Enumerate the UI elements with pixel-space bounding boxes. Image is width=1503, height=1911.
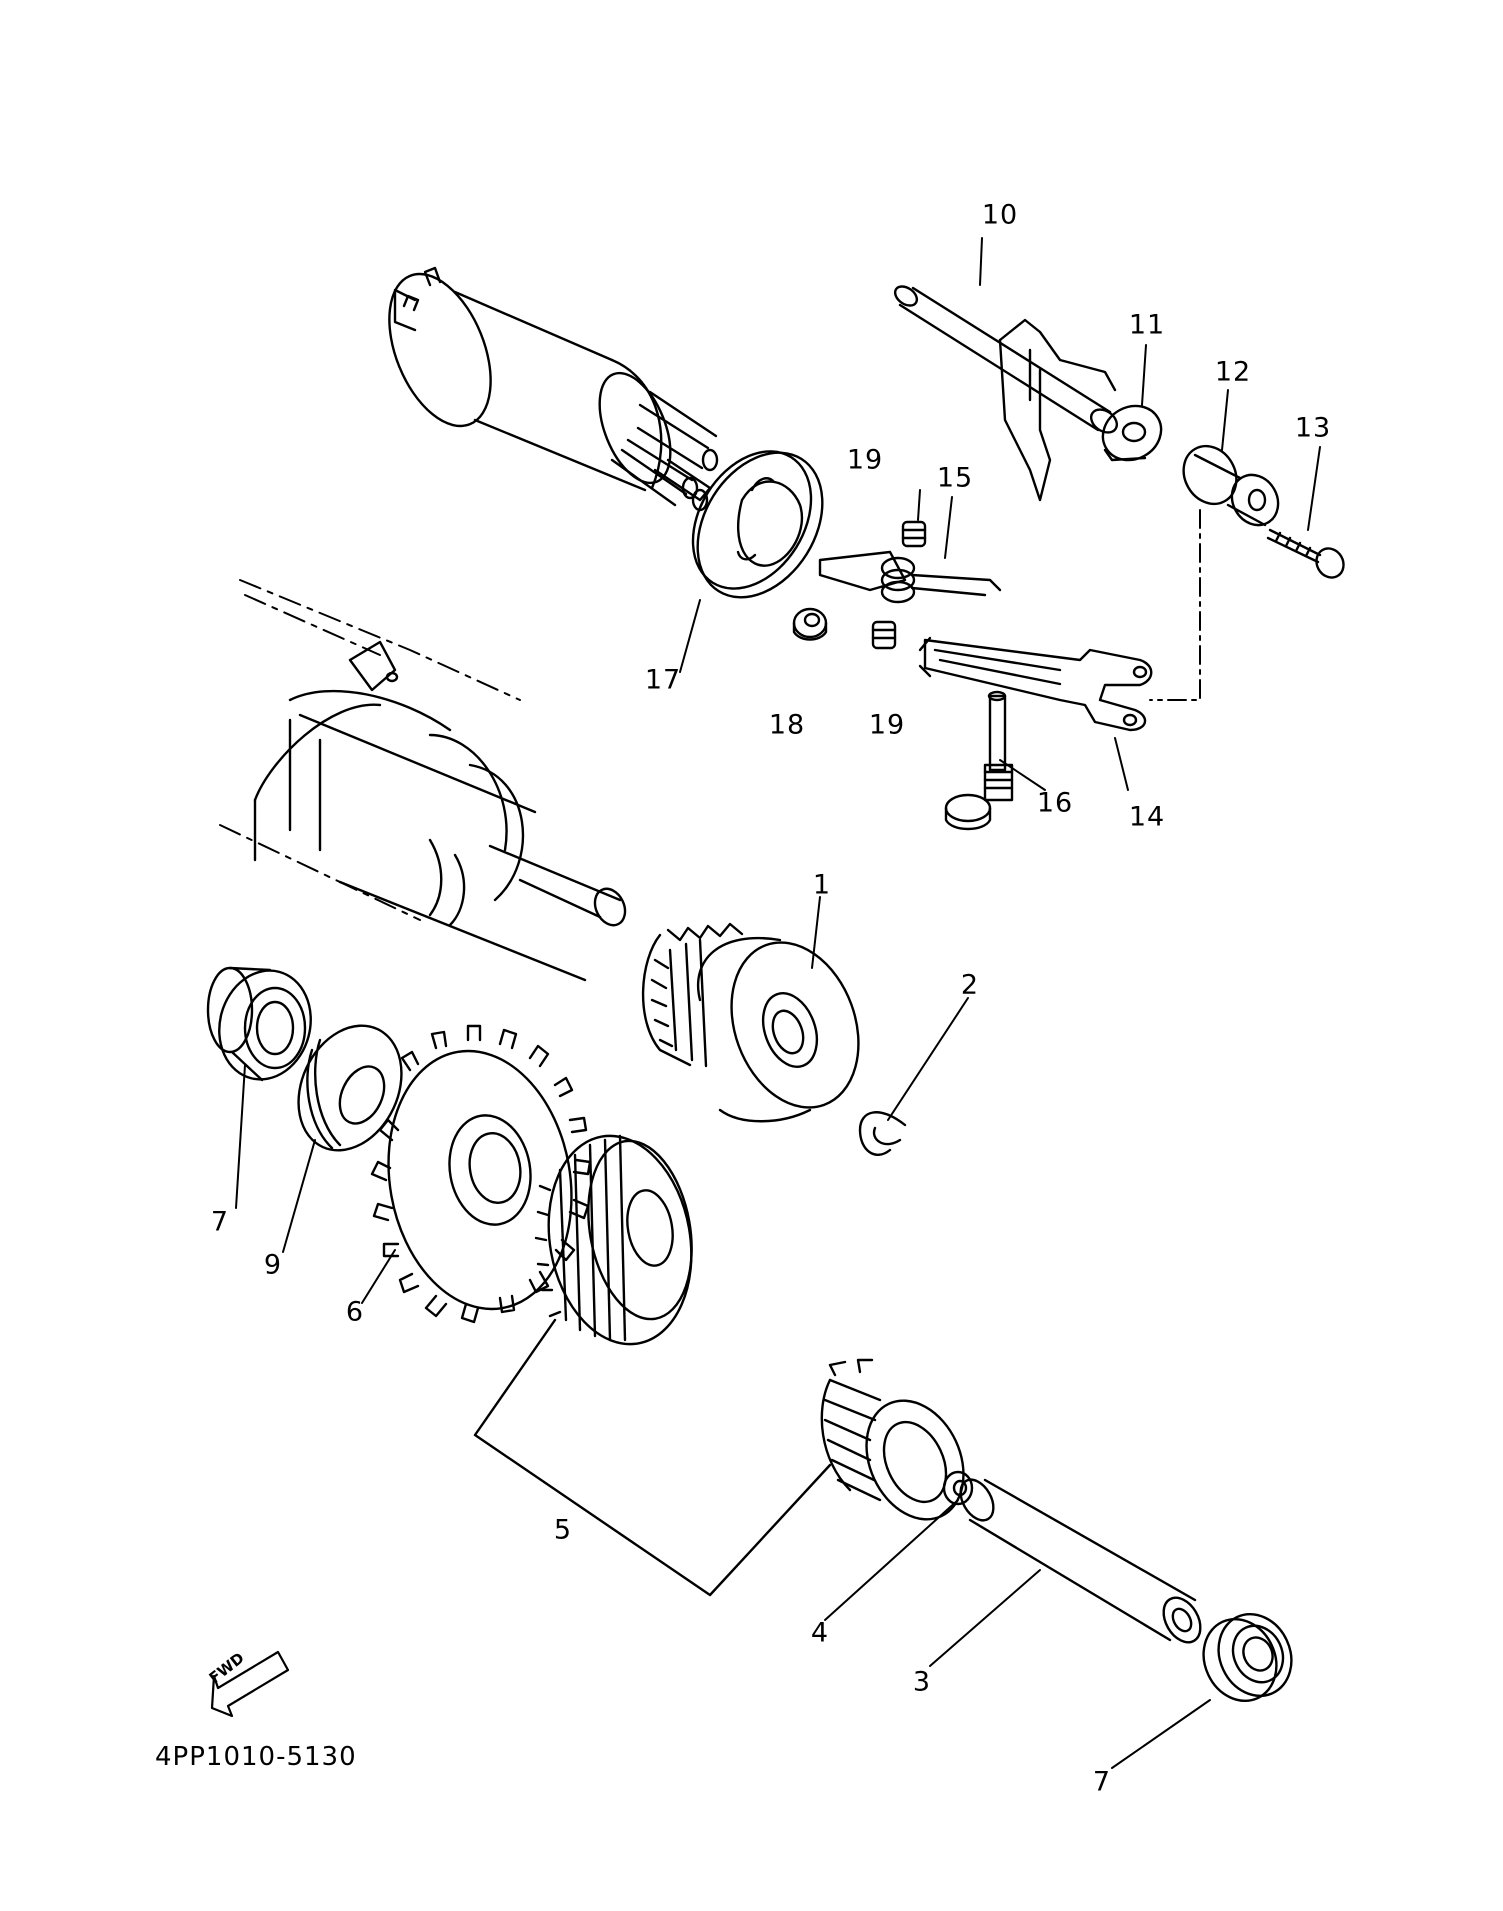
leader-lines [235,237,1321,1769]
fwd-arrow-icon [210,1650,290,1718]
callout-19-upper: 19 [846,444,884,476]
washer-part-9 [297,1024,403,1152]
alignment-line-12-14 [1149,509,1201,701]
callout-12: 12 [1214,356,1252,388]
collar-part-19-upper [901,520,927,548]
starter-clutch-part-1 [641,922,860,1123]
spring-part-15 [818,550,1002,604]
solenoid-gasket [691,450,824,599]
circlip-part-2 [858,1111,907,1156]
collar-part-4 [942,1470,974,1506]
callout-4: 4 [810,1617,830,1649]
callout-15: 15 [936,462,974,494]
gear-part-5-front [534,1134,693,1346]
callout-11: 11 [1128,309,1166,341]
shaft-part-3 [959,1478,1202,1644]
collar-part-19-lower [871,620,897,650]
screw-part-13 [1266,528,1345,579]
callout-10: 10 [981,199,1019,231]
bushing-part-12 [1182,444,1280,527]
callout-7-left: 7 [210,1206,230,1238]
callout-13: 13 [1294,412,1332,444]
lever-part-14 [918,636,1153,732]
callout-5: 5 [553,1514,573,1546]
nut-part-18 [792,607,828,641]
callout-3: 3 [912,1666,932,1698]
bracket-line-5 [473,1318,832,1597]
callout-18: 18 [768,709,806,741]
callout-16: 16 [1036,787,1074,819]
starter-motor [219,579,627,982]
washer-part-11 [1101,404,1163,462]
drawing-code: 4PP1010-5130 [155,1742,357,1772]
callout-14: 14 [1128,801,1166,833]
callout-9: 9 [263,1249,283,1281]
gear-part-6 [370,1024,592,1324]
callout-1: 1 [812,869,832,901]
bearing-part-7-left [206,966,312,1082]
callout-2: 2 [960,969,980,1001]
shift-fork-part-10 [893,285,1119,502]
callout-19-lower: 19 [868,709,906,741]
starter-solenoid [388,266,719,512]
bolt-part-16 [944,690,1014,831]
callout-17: 17 [644,664,682,696]
gear-part-5-rear [820,1358,965,1521]
callout-7-right: 7 [1092,1766,1112,1798]
callout-6: 6 [345,1296,365,1328]
bearing-part-7-right [1202,1612,1293,1703]
